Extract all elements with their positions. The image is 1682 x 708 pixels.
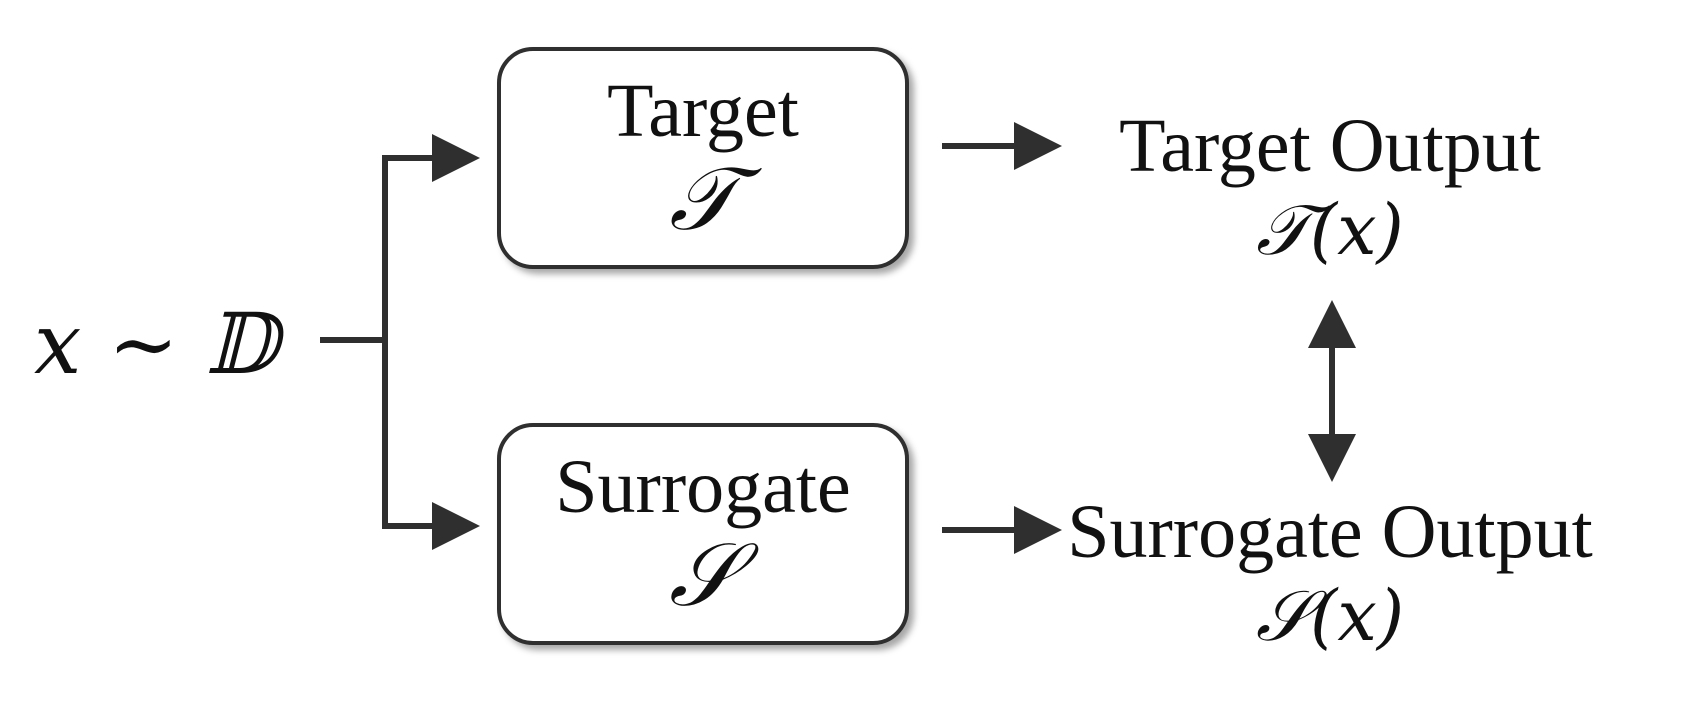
- surrogate-output-label: Surrogate Output: [1067, 490, 1593, 574]
- surrogate-output-group: Surrogate Output 𝒮(x): [1040, 490, 1620, 658]
- target-output-group: Target Output 𝒯(x): [1080, 104, 1580, 272]
- target-model-box: Target 𝒯: [497, 47, 909, 269]
- surrogate-output-formula: 𝒮(x): [1255, 575, 1405, 657]
- target-box-label: Target: [607, 69, 799, 153]
- target-output-label: Target Output: [1119, 104, 1541, 188]
- surrogate-box-symbol: 𝒮: [668, 523, 738, 626]
- target-box-symbol: 𝒯: [669, 147, 737, 250]
- input-distribution-formula: x ∼ 𝔻: [34, 295, 279, 393]
- target-output-formula: 𝒯(x): [1256, 189, 1404, 271]
- surrogate-model-box: Surrogate 𝒮: [497, 423, 909, 645]
- surrogate-box-label: Surrogate: [555, 445, 851, 529]
